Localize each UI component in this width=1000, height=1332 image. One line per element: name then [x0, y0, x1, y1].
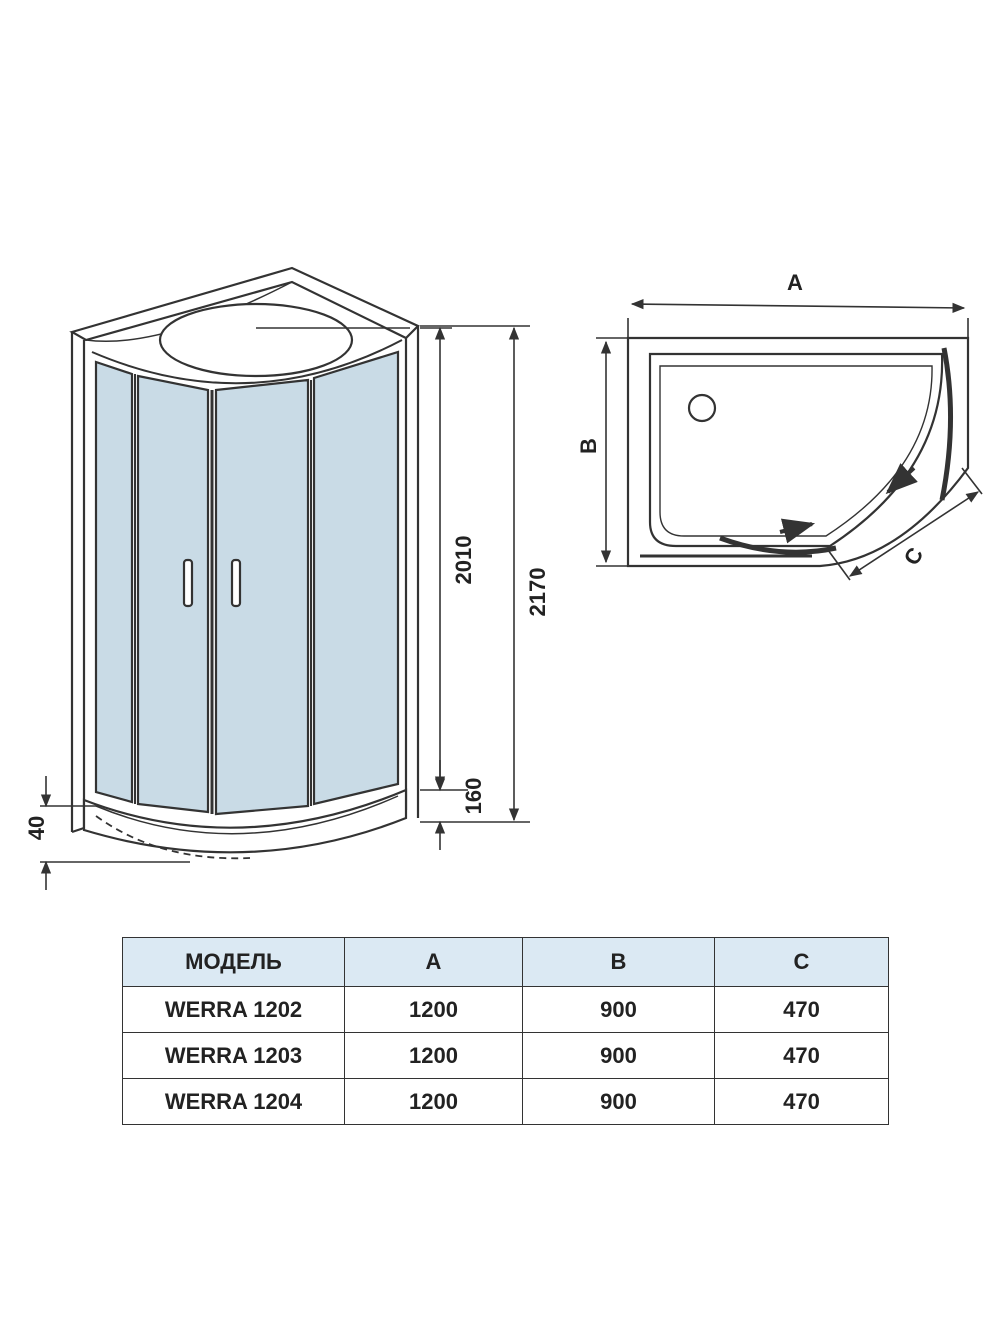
glass-panel-center-left	[136, 374, 210, 814]
shower-tray	[82, 788, 408, 854]
dim-160-label: 160	[461, 778, 486, 815]
dim-2170-label: 2170	[525, 568, 550, 617]
cell-b: 900	[522, 1032, 715, 1079]
cell-c: 470	[714, 1032, 889, 1079]
cell-b: 900	[522, 986, 715, 1033]
header-c: C	[714, 937, 889, 987]
drain-icon	[687, 393, 717, 423]
cell-b: 900	[522, 1078, 715, 1125]
cell-a: 1200	[344, 986, 523, 1033]
cell-model: WERRA 1204	[122, 1078, 345, 1125]
glass-panel-right	[312, 350, 400, 806]
plan-view-dimensions	[596, 299, 983, 581]
cell-model: WERRA 1202	[122, 986, 345, 1033]
table-row: WERRA 1204 1200 900 470	[122, 1078, 889, 1125]
dim-a-label: A	[787, 270, 803, 295]
cell-a: 1200	[344, 1078, 523, 1125]
cell-a: 1200	[344, 1032, 523, 1079]
overhead-shower	[158, 302, 354, 378]
cell-model: WERRA 1203	[122, 1032, 345, 1079]
tray-skirt-dashed	[95, 815, 251, 860]
door-arrow-icon	[779, 518, 816, 544]
header-b: B	[522, 937, 715, 987]
glass-panel-center-right	[214, 378, 310, 816]
sliding-door-bottom	[719, 535, 837, 555]
door-handle-left	[182, 558, 194, 608]
header-a: A	[344, 937, 523, 987]
table-header-row: МОДЕЛЬ A B C	[122, 937, 889, 987]
cell-c: 470	[714, 1078, 889, 1125]
dim-40-label: 40	[24, 816, 49, 840]
dim-2010-label: 2010	[451, 536, 476, 585]
table-row: WERRA 1203 1200 900 470	[122, 1032, 889, 1079]
roof-curve	[91, 339, 403, 385]
table-row: WERRA 1202 1200 900 470	[122, 986, 889, 1033]
door-handle-right	[230, 558, 242, 608]
front-view-dimensions	[40, 325, 530, 890]
dim-b-label: B	[576, 438, 601, 454]
sliding-door-right	[939, 347, 954, 501]
header-model: МОДЕЛЬ	[122, 937, 345, 987]
dim-c-label: C	[899, 543, 929, 569]
glass-panel-left	[94, 360, 134, 804]
front-view-labels: 2010 2170 160 40	[24, 536, 550, 841]
cell-c: 470	[714, 986, 889, 1033]
door-arrow-icon	[885, 463, 918, 495]
spec-table: МОДЕЛЬ A B C WERRA 1202 1200 900 470 WER…	[122, 937, 889, 1125]
front-view-drawing	[69, 266, 420, 860]
